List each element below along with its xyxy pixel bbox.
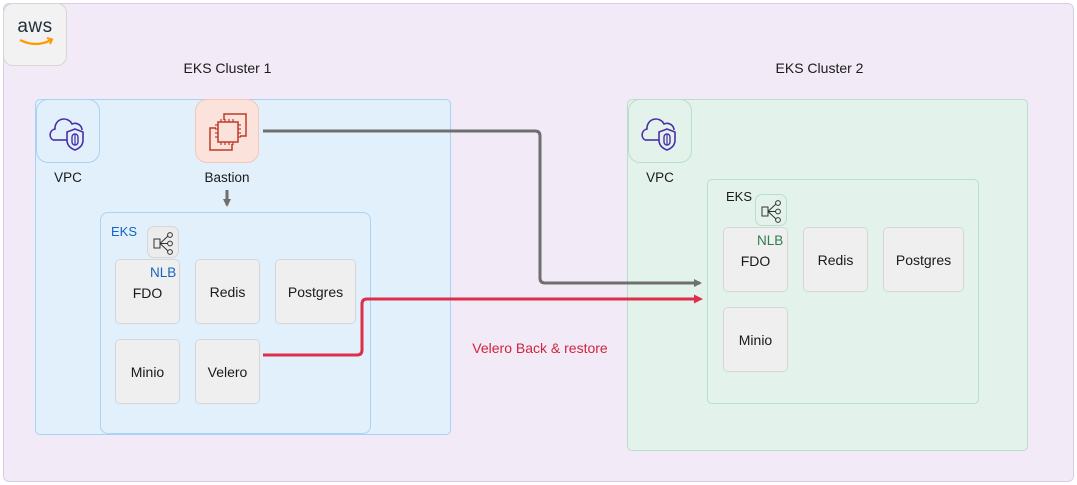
vpc-icon bbox=[49, 118, 84, 151]
service-label: Minio bbox=[130, 363, 165, 380]
service-label: Postgres bbox=[287, 283, 344, 300]
nlb-label-2: NLB bbox=[757, 233, 784, 248]
service-minio-1[interactable]: Minio bbox=[115, 339, 180, 404]
eks-label-2: EKS bbox=[726, 189, 753, 204]
service-minio-2[interactable]: Minio bbox=[723, 307, 788, 372]
service-label: Minio bbox=[738, 331, 773, 348]
service-redis-1[interactable]: Redis bbox=[195, 259, 260, 324]
service-label: FDO bbox=[132, 284, 163, 301]
nlb-icon-box-2 bbox=[755, 194, 787, 226]
cluster-1-title: EKS Cluster 1 bbox=[183, 60, 272, 76]
service-redis-2[interactable]: Redis bbox=[803, 227, 868, 292]
bastion-label: Bastion bbox=[204, 170, 250, 185]
aws-logo: aws bbox=[3, 3, 67, 66]
aws-smile-icon bbox=[19, 37, 54, 46]
nlb-label-1: NLB bbox=[150, 265, 177, 280]
velero-backup-restore-arrow bbox=[263, 294, 703, 357]
service-fdo-1[interactable]: FDO bbox=[115, 259, 180, 324]
nlb-icon-box-1 bbox=[147, 226, 179, 258]
service-label: Postgres bbox=[895, 251, 952, 268]
service-postgres-1[interactable]: Postgres bbox=[275, 259, 356, 324]
load-balancer-icon bbox=[153, 232, 173, 255]
service-postgres-2[interactable]: Postgres bbox=[883, 227, 964, 292]
bastion-node[interactable] bbox=[195, 99, 259, 163]
aws-logo-text: aws bbox=[17, 16, 53, 37]
bastion-to-cluster2-arrow bbox=[263, 129, 702, 287]
vpc-label-1: VPC bbox=[54, 170, 82, 185]
service-label: Redis bbox=[817, 251, 854, 268]
cluster-2-title: EKS Cluster 2 bbox=[775, 60, 864, 76]
service-label: Redis bbox=[209, 283, 246, 300]
vpc-icon-box-1 bbox=[36, 99, 100, 163]
vpc-label-2: VPC bbox=[646, 170, 674, 185]
service-fdo-2[interactable]: FDO bbox=[723, 227, 788, 292]
ec2-instance-icon bbox=[209, 113, 247, 151]
service-label: Velero bbox=[207, 363, 248, 380]
velero-connection-label: Velero Back & restore bbox=[472, 340, 608, 356]
load-balancer-icon bbox=[761, 200, 781, 223]
vpc-icon-box-2 bbox=[628, 99, 692, 163]
eks-label-1: EKS bbox=[111, 224, 138, 239]
service-velero-1[interactable]: Velero bbox=[195, 339, 260, 404]
service-label: FDO bbox=[740, 252, 771, 269]
vpc-icon bbox=[641, 118, 676, 151]
